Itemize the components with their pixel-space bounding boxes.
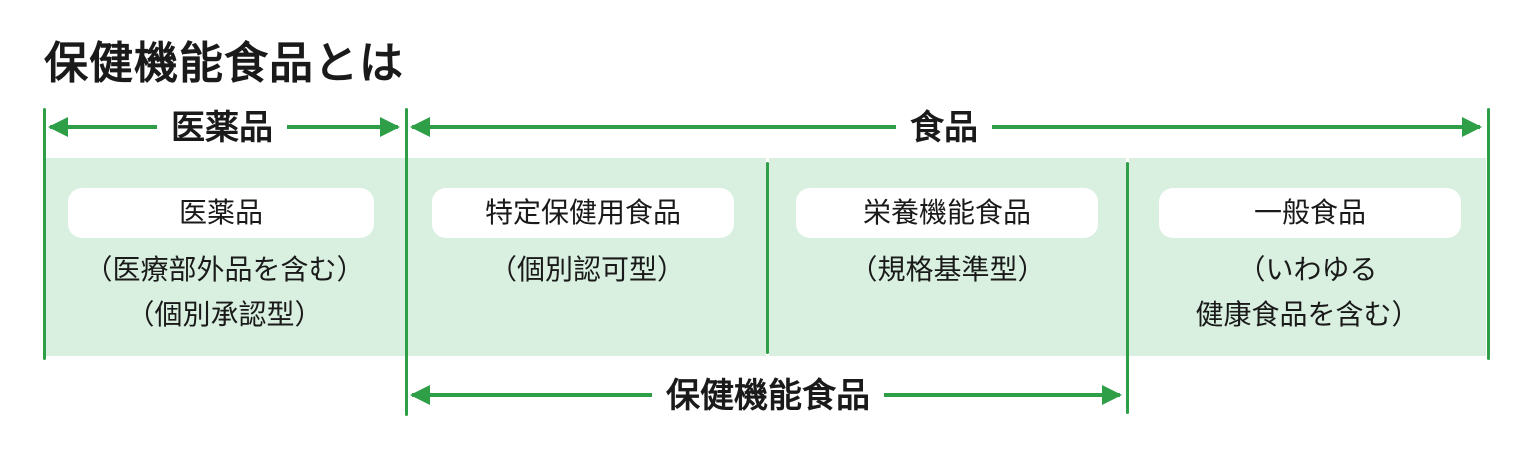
- boundary-divider-2: [1126, 162, 1129, 414]
- nutrient-function-food-heading: 栄養機能食品: [796, 188, 1098, 238]
- page-title: 保健機能食品とは: [44, 38, 404, 89]
- medicine-range-label: 医薬品: [157, 106, 287, 150]
- general-food-note-1: （いわゆる: [1237, 253, 1378, 286]
- boundary-right: [1487, 108, 1490, 360]
- food-range-label: 食品: [896, 106, 992, 150]
- medicine-note-2: （個別承認型）: [126, 298, 323, 331]
- medicine-heading: 医薬品: [68, 188, 374, 238]
- boundary-left: [43, 108, 46, 360]
- medicine-note-1: （医療部外品を含む）: [84, 253, 365, 286]
- general-food-note-2: 健康食品を含む）: [1195, 298, 1420, 331]
- specified-health-food-note: （個別認可型）: [488, 253, 685, 286]
- specified-health-food-heading: 特定保健用食品: [432, 188, 734, 238]
- boundary-medicine-food: [405, 108, 408, 416]
- boundary-divider-1: [766, 162, 769, 354]
- general-food-heading: 一般食品: [1159, 188, 1461, 238]
- nutrient-function-food-note: （規格基準型）: [849, 253, 1046, 286]
- health-function-food-range-label: 保健機能食品: [652, 374, 884, 418]
